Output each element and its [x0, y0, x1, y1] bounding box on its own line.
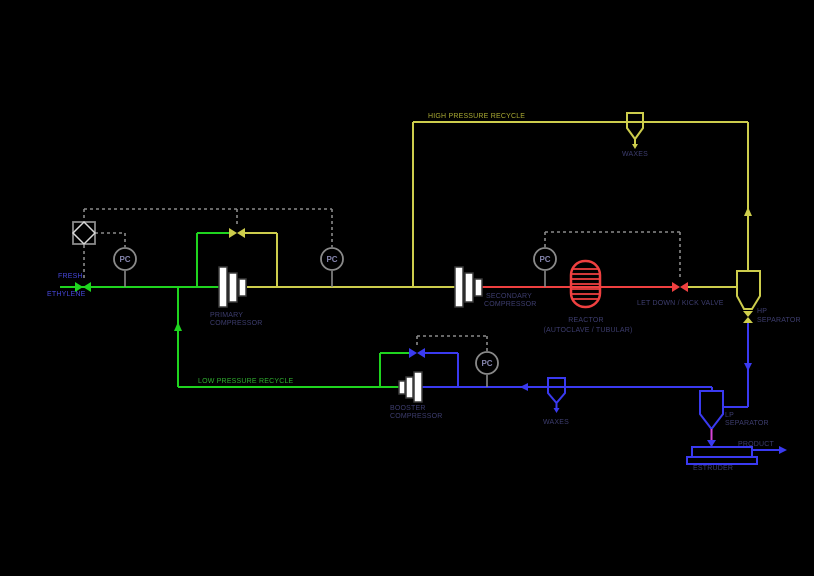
hp-separator-bottom-valve — [743, 311, 753, 323]
hp-sep-to-lp-sep-line — [723, 323, 752, 408]
primary-compressor-label-2: COMPRESSOR — [210, 320, 263, 327]
let-down-valve — [672, 282, 688, 292]
lp-recycle-line — [174, 287, 399, 388]
pc-reactor-label: PC — [539, 255, 550, 264]
extruder-label: ESTRUDER — [693, 465, 733, 472]
pc-reactor-controller: PC — [533, 247, 557, 271]
product-label: PRODUCT — [738, 441, 775, 448]
secondary-compressor-symbol — [454, 266, 483, 308]
reactor-coil — [569, 259, 602, 309]
hp-separator-label-1: HP — [757, 308, 767, 315]
lp-separator-label-2: SEPARATOR — [725, 420, 769, 427]
hp-recycle-up-arrow — [744, 207, 752, 216]
booster-control-signals — [416, 335, 488, 387]
pc-feed-label: PC — [119, 255, 130, 264]
extruder-symbol — [686, 446, 758, 465]
booster-compressor-label-1: BOOSTER — [390, 405, 426, 412]
lp-separator-label-1: LP — [725, 412, 734, 419]
fresh-ethylene-valve — [75, 282, 91, 292]
lp-recycle-label: LOW PRESSURE RECYCLE — [198, 378, 294, 385]
booster-kickback-valve — [409, 348, 425, 358]
pc-booster-label: PC — [481, 359, 492, 368]
hp-separator-vessel — [736, 270, 761, 310]
hp-waxes-vessel — [626, 112, 644, 149]
letdown-control-signals — [544, 231, 681, 287]
lp-recycle-up-arrow — [174, 322, 182, 331]
lp-separator-vessel — [699, 390, 724, 431]
primary-bypass-green — [196, 232, 229, 287]
logic-diamond-symbol — [71, 220, 97, 246]
waxes-hp-label: WAXES — [622, 151, 648, 158]
booster-kickback-green — [379, 352, 409, 387]
hp-separator-label-2: SEPARATOR — [757, 317, 801, 324]
reactor-label-1: REACTOR — [568, 317, 604, 324]
let-down-valve-label: LET DOWN / KICK VALVE — [637, 300, 724, 307]
pc-feed-controller: PC — [113, 247, 137, 271]
lp-waxes-vessel — [547, 377, 566, 413]
booster-compressor-symbol — [398, 371, 423, 403]
waxes-lp-label: WAXES — [543, 419, 569, 426]
reactor-label-2: (AUTOCLAVE / TUBULAR) — [544, 327, 633, 334]
pc-primary-label: PC — [326, 255, 337, 264]
pc-primary-controller: PC — [320, 247, 344, 271]
down-arrow — [744, 363, 752, 371]
booster-kickback-blue — [425, 352, 459, 387]
primary-compressor-label-1: PRIMARY — [210, 312, 243, 319]
lp-sep-bottoms-line — [707, 429, 716, 447]
feed-pressure-control-signals — [83, 208, 333, 287]
primary-bypass-valve — [229, 228, 245, 238]
fresh-ethylene-label-1: FRESH — [58, 273, 83, 280]
booster-compressor-label-2: COMPRESSOR — [390, 413, 443, 420]
lp-overhead-line — [422, 383, 713, 391]
primary-compressor-symbol — [218, 266, 247, 308]
left-arrow — [520, 383, 528, 391]
hp-recycle-label: HIGH PRESSURE RECYCLE — [428, 113, 525, 120]
product-line — [752, 446, 787, 454]
secondary-compressor-label-2: COMPRESSOR — [484, 301, 537, 308]
pc-booster-controller: PC — [475, 351, 499, 375]
secondary-compressor-label-1: SECONDARY — [486, 293, 532, 300]
primary-bypass-olive — [245, 232, 278, 287]
fresh-ethylene-label-2: ETHYLENE — [47, 291, 86, 298]
hp-recycle-line — [412, 121, 752, 287]
